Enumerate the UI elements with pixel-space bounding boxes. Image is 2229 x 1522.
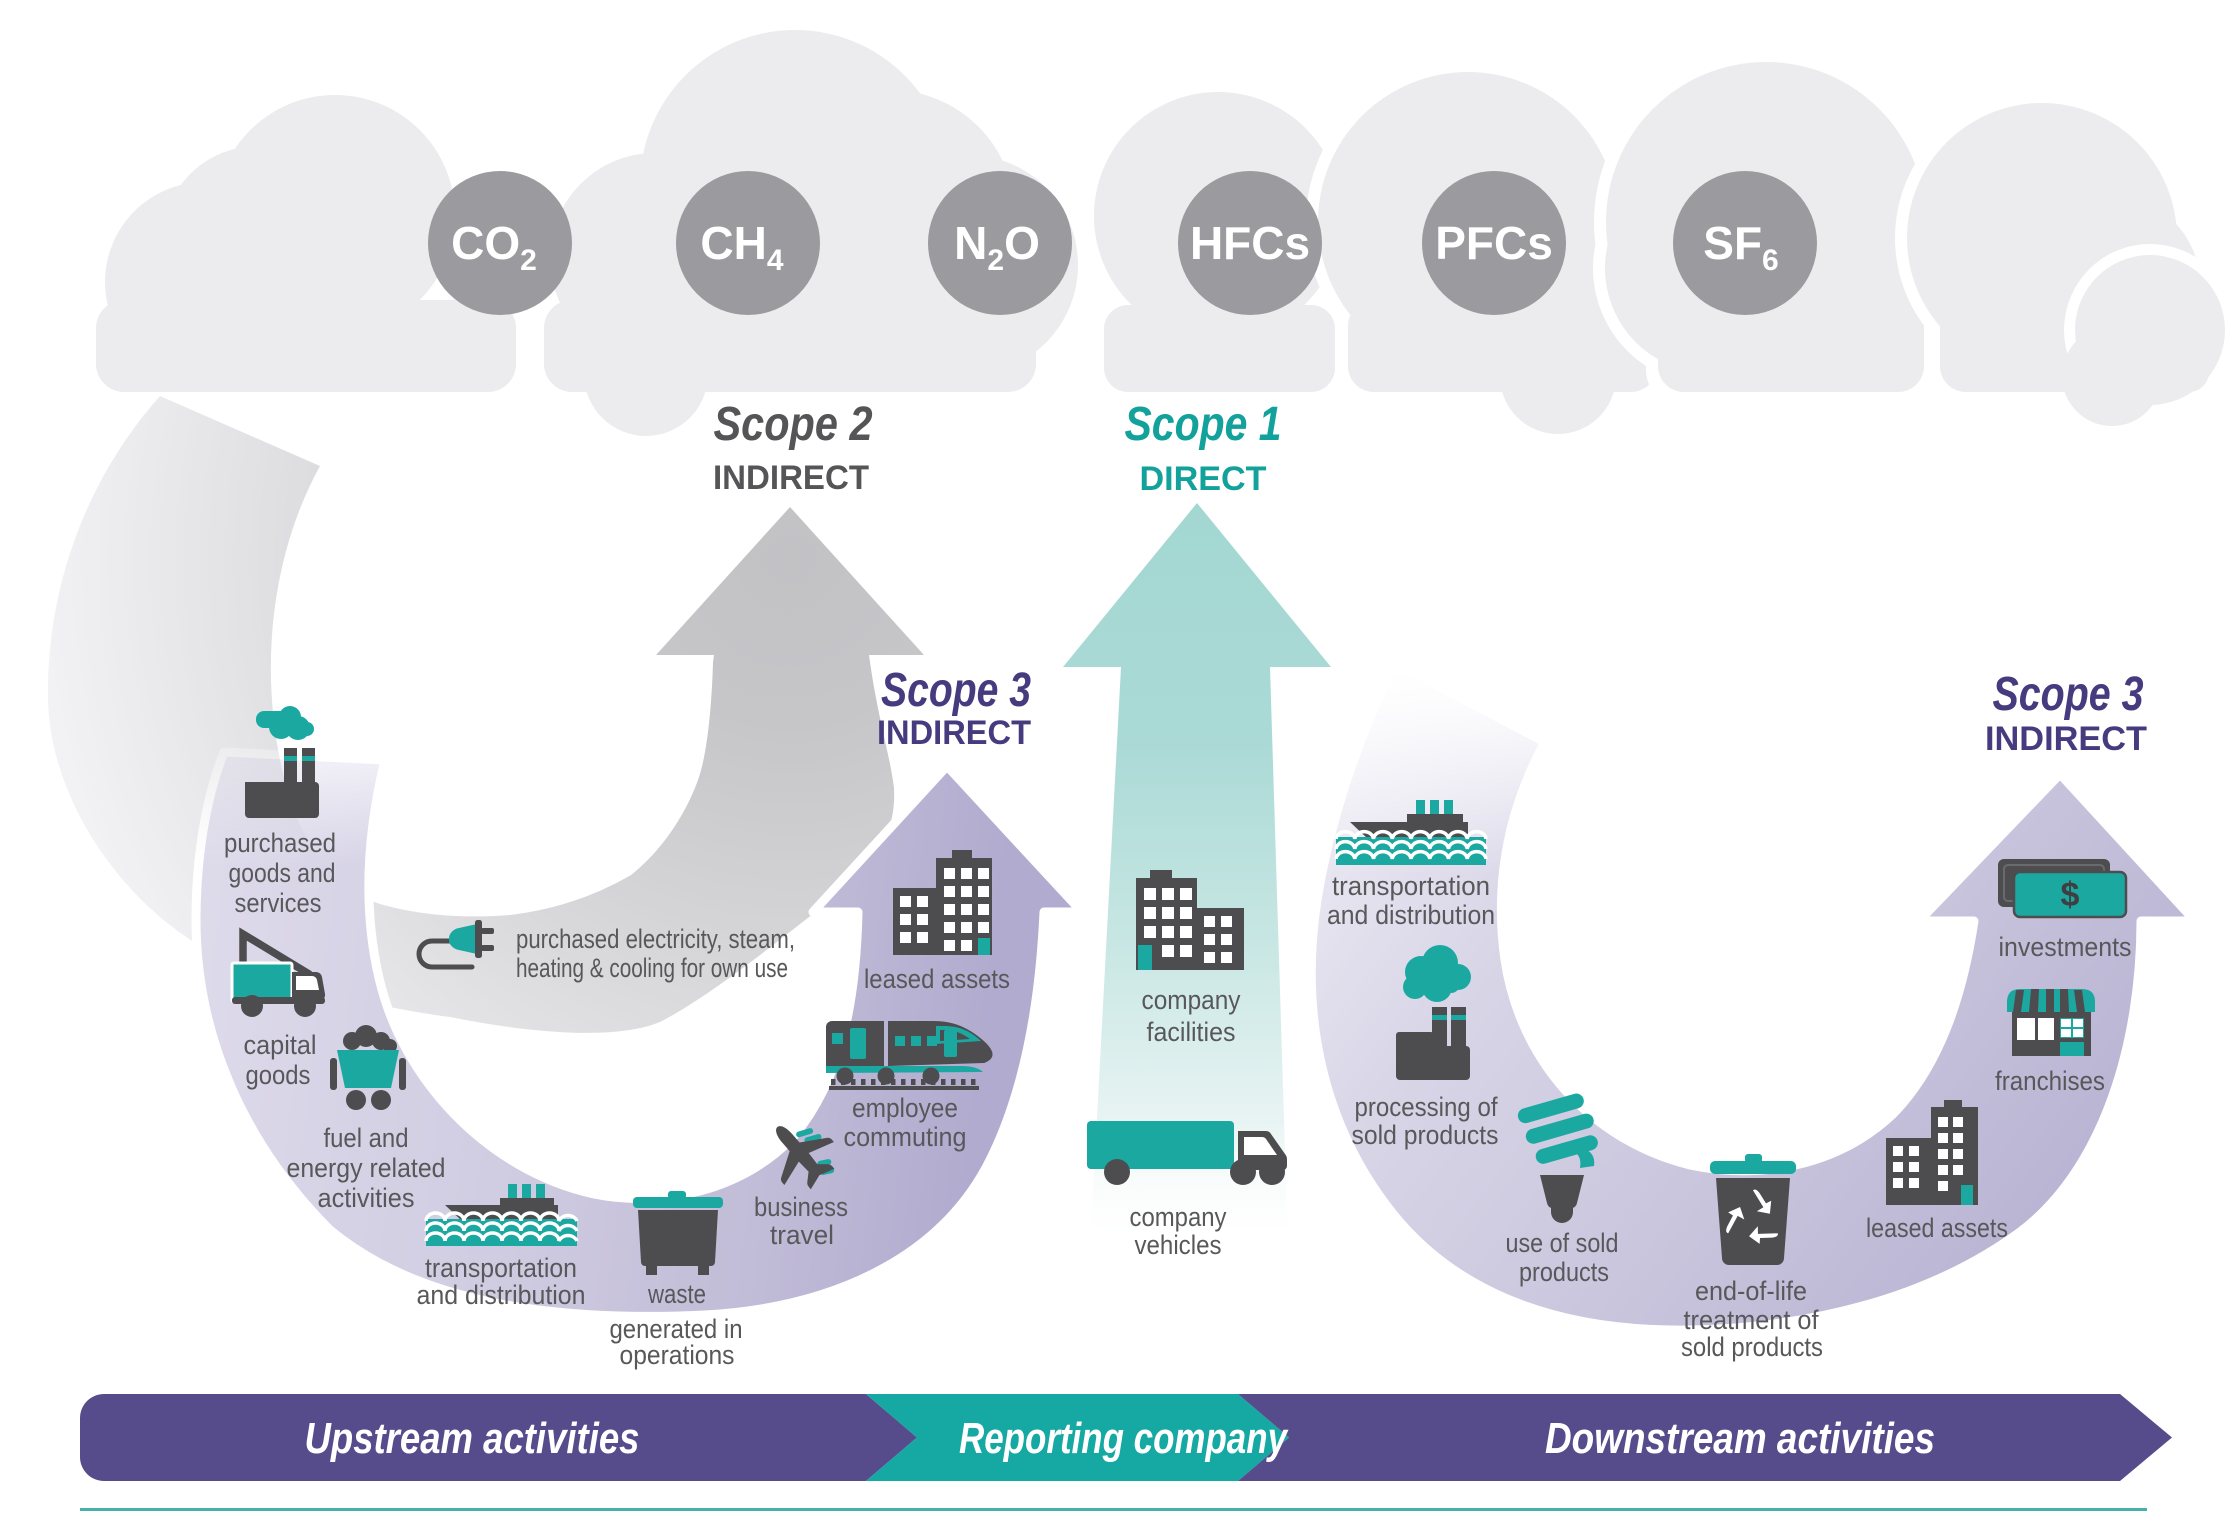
svg-text:Downstream activities: Downstream activities	[1545, 1414, 1935, 1463]
svg-text:facilities: facilities	[1147, 1017, 1236, 1047]
svg-text:goods and: goods and	[229, 858, 336, 888]
svg-text:DIRECT: DIRECT	[1140, 460, 1267, 498]
svg-text:capital: capital	[244, 1030, 317, 1060]
svg-text:leased assets: leased assets	[864, 964, 1010, 994]
svg-text:and distribution: and distribution	[417, 1280, 586, 1310]
svg-text:HFCs: HFCs	[1190, 217, 1310, 269]
svg-text:generated in: generated in	[610, 1314, 743, 1344]
svg-text:sold products: sold products	[1352, 1120, 1499, 1150]
svg-text:Upstream activities: Upstream activities	[305, 1414, 640, 1463]
svg-text:Scope 3: Scope 3	[1993, 668, 2144, 721]
svg-text:use of sold: use of sold	[1506, 1228, 1619, 1258]
svg-text:Scope 3: Scope 3	[881, 664, 1031, 717]
svg-text:INDIRECT: INDIRECT	[877, 714, 1031, 752]
svg-text:operations: operations	[620, 1340, 735, 1370]
svg-text:business: business	[754, 1192, 848, 1222]
svg-text:waste: waste	[647, 1279, 706, 1309]
svg-text:travel: travel	[770, 1220, 834, 1250]
svg-text:employee: employee	[852, 1093, 958, 1123]
svg-text:activities: activities	[318, 1183, 415, 1213]
svg-text:PFCs: PFCs	[1435, 217, 1553, 269]
svg-text:Reporting company: Reporting company	[959, 1414, 1289, 1463]
svg-text:investments: investments	[1999, 932, 2132, 962]
svg-text:leased assets: leased assets	[1866, 1213, 2008, 1243]
svg-text:transportation: transportation	[1332, 871, 1490, 901]
svg-text:energy related: energy related	[287, 1153, 446, 1183]
svg-text:$: $	[2061, 876, 2080, 914]
svg-text:services: services	[235, 888, 322, 918]
svg-text:heating & cooling for own use: heating & cooling for own use	[516, 953, 788, 983]
svg-text:commuting: commuting	[844, 1122, 967, 1152]
svg-text:Scope 1: Scope 1	[1125, 398, 1282, 451]
svg-text:franchises: franchises	[1995, 1066, 2105, 1096]
svg-text:purchased: purchased	[224, 828, 336, 858]
svg-text:end-of-life: end-of-life	[1695, 1276, 1807, 1306]
svg-text:transportation: transportation	[425, 1253, 577, 1283]
svg-text:INDIRECT: INDIRECT	[1985, 720, 2147, 758]
svg-text:fuel and: fuel and	[324, 1123, 409, 1153]
svg-text:INDIRECT: INDIRECT	[713, 459, 869, 497]
svg-text:company: company	[1142, 985, 1241, 1015]
svg-text:company: company	[1130, 1202, 1227, 1232]
svg-text:goods: goods	[246, 1060, 311, 1090]
svg-text:vehicles: vehicles	[1135, 1230, 1222, 1260]
svg-text:sold products: sold products	[1681, 1332, 1823, 1362]
svg-text:and distribution: and distribution	[1327, 900, 1495, 930]
svg-text:treatment of: treatment of	[1684, 1305, 1819, 1335]
svg-text:Scope 2: Scope 2	[714, 398, 873, 451]
svg-text:purchased electricity, steam,: purchased electricity, steam,	[516, 924, 795, 954]
svg-text:processing of: processing of	[1355, 1092, 1498, 1122]
svg-text:products: products	[1519, 1257, 1609, 1287]
